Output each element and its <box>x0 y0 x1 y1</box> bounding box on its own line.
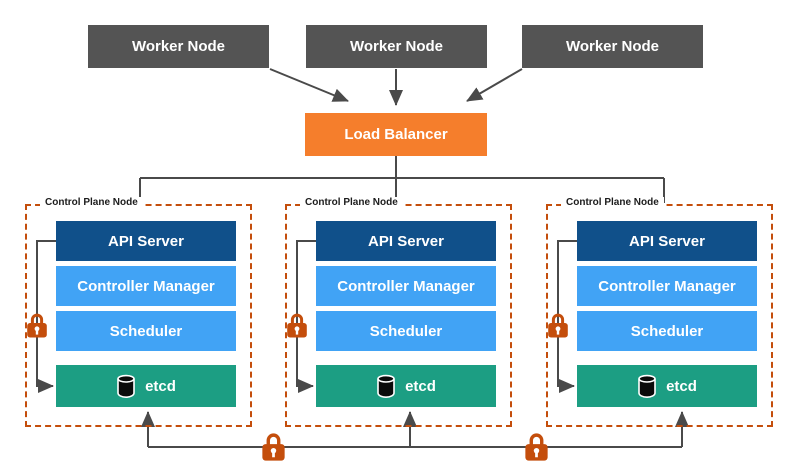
scheduler-box: Scheduler <box>56 311 236 351</box>
arrow-api-to-etcd-node1 <box>36 240 58 393</box>
scheduler-label: Scheduler <box>630 322 704 340</box>
database-icon <box>117 374 135 398</box>
etcd-label: etcd <box>666 377 697 395</box>
controller-manager-label: Controller Manager <box>337 277 475 295</box>
control-plane-node-3: Control Plane Node API Server Controller… <box>546 197 773 427</box>
worker-node-1: Worker Node <box>88 25 269 68</box>
lock-icon <box>548 313 568 338</box>
worker-node-label: Worker Node <box>349 38 444 55</box>
database-icon <box>638 374 656 398</box>
api-server-box: API Server <box>316 221 496 261</box>
etcd-box: etcd <box>316 365 496 407</box>
worker-node-label: Worker Node <box>131 38 226 55</box>
scheduler-box: Scheduler <box>316 311 496 351</box>
scheduler-label: Scheduler <box>369 322 443 340</box>
etcd-box: etcd <box>577 365 757 407</box>
control-plane-node-1: Control Plane Node API Server Controller… <box>25 197 252 427</box>
controller-manager-label: Controller Manager <box>598 277 736 295</box>
lock-icon <box>27 313 47 338</box>
lock-icon <box>287 313 307 338</box>
etcd-label: etcd <box>145 377 176 395</box>
component-stack: API Server Controller Manager Scheduler … <box>316 221 496 407</box>
control-plane-node-2: Control Plane Node API Server Controller… <box>285 197 512 427</box>
api-server-box: API Server <box>577 221 757 261</box>
arrow-worker1-to-lb <box>269 68 349 102</box>
arrow-api-to-etcd-node3 <box>557 240 579 393</box>
control-plane-node-label: Control Plane Node <box>561 197 664 208</box>
api-server-label: API Server <box>629 232 705 250</box>
lock-icon <box>262 433 285 461</box>
control-plane-node-label: Control Plane Node <box>40 197 143 208</box>
scheduler-label: Scheduler <box>109 322 183 340</box>
arrow-api-to-etcd-node2 <box>296 240 318 393</box>
etcd-box: etcd <box>56 365 236 407</box>
arrow-worker3-to-lb <box>466 68 523 102</box>
etcd-label: etcd <box>405 377 436 395</box>
control-plane-node-label: Control Plane Node <box>300 197 403 208</box>
controller-manager-label: Controller Manager <box>77 277 215 295</box>
controller-manager-box: Controller Manager <box>316 266 496 306</box>
api-server-label: API Server <box>368 232 444 250</box>
load-balancer-label: Load Balancer <box>344 126 448 143</box>
worker-node-label: Worker Node <box>565 38 660 55</box>
worker-node-2: Worker Node <box>306 25 487 68</box>
component-stack: API Server Controller Manager Scheduler … <box>56 221 236 407</box>
load-balancer: Load Balancer <box>305 113 487 156</box>
controller-manager-box: Controller Manager <box>577 266 757 306</box>
database-icon <box>377 374 395 398</box>
scheduler-box: Scheduler <box>577 311 757 351</box>
api-server-box: API Server <box>56 221 236 261</box>
component-stack: API Server Controller Manager Scheduler … <box>577 221 757 407</box>
api-server-label: API Server <box>108 232 184 250</box>
controller-manager-box: Controller Manager <box>56 266 236 306</box>
worker-node-3: Worker Node <box>522 25 703 68</box>
lock-icon <box>525 433 548 461</box>
